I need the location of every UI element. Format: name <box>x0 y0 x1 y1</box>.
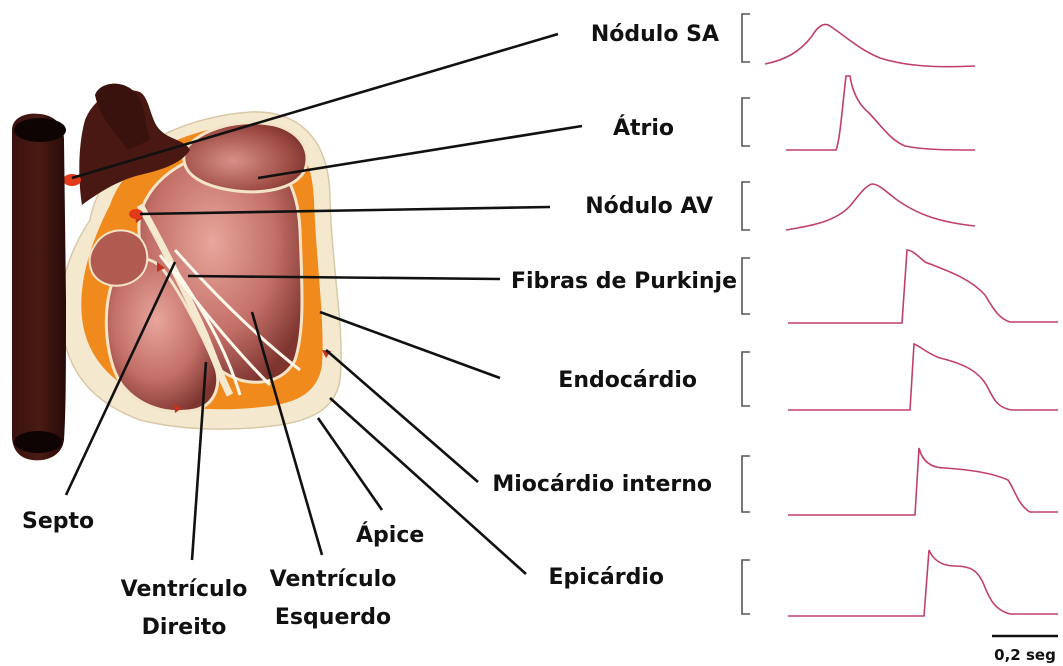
trace-epicardium <box>788 550 1058 616</box>
label-av-node: Nódulo AV <box>585 194 713 219</box>
label-right-ventricle-line2: Direito <box>142 615 227 640</box>
trace-inner-myocardium <box>788 448 1058 515</box>
trace-sa-node <box>765 24 975 66</box>
bracket-purkinje <box>742 258 750 314</box>
bracket-sa-node <box>742 14 750 62</box>
label-inner-myocardium: Miocárdio interno <box>492 472 712 497</box>
heart-illustration <box>12 84 341 461</box>
label-purkinje: Fibras de Purkinje <box>511 269 737 294</box>
vena-cava-top-opening <box>14 118 66 142</box>
label-septum: Septo <box>22 509 94 534</box>
bracket-endocardium <box>742 352 750 406</box>
time-scale-label: 0,2 seg <box>994 646 1056 664</box>
vena-cava <box>12 114 66 461</box>
label-epicardium: Epicárdio <box>549 565 664 590</box>
label-sa-node: Nódulo SA <box>591 22 719 47</box>
label-apex: Ápice <box>356 522 424 548</box>
bracket-atrium <box>742 98 750 146</box>
trace-av-node <box>786 184 975 230</box>
label-right-ventricle-line1: Ventrículo <box>121 577 248 602</box>
label-left-ventricle-line1: Ventrículo <box>270 567 397 592</box>
vena-cava-bottom-opening <box>14 431 62 453</box>
label-endocardium: Endocárdio <box>558 368 697 393</box>
leader-apex <box>318 418 382 510</box>
left-atrium-chamber <box>184 123 307 192</box>
bracket-av-node <box>742 182 750 230</box>
bracket-inner-myocardium <box>742 456 750 512</box>
trace-endocardium <box>788 344 1058 410</box>
label-atrium: Átrio <box>613 115 674 141</box>
label-left-ventricle-line2: Esquerdo <box>275 605 391 630</box>
trace-atrium <box>786 76 975 150</box>
trace-purkinje <box>788 250 1058 323</box>
action-potential-traces: 0,2 seg <box>742 14 1058 664</box>
bracket-epicardium <box>742 560 750 614</box>
